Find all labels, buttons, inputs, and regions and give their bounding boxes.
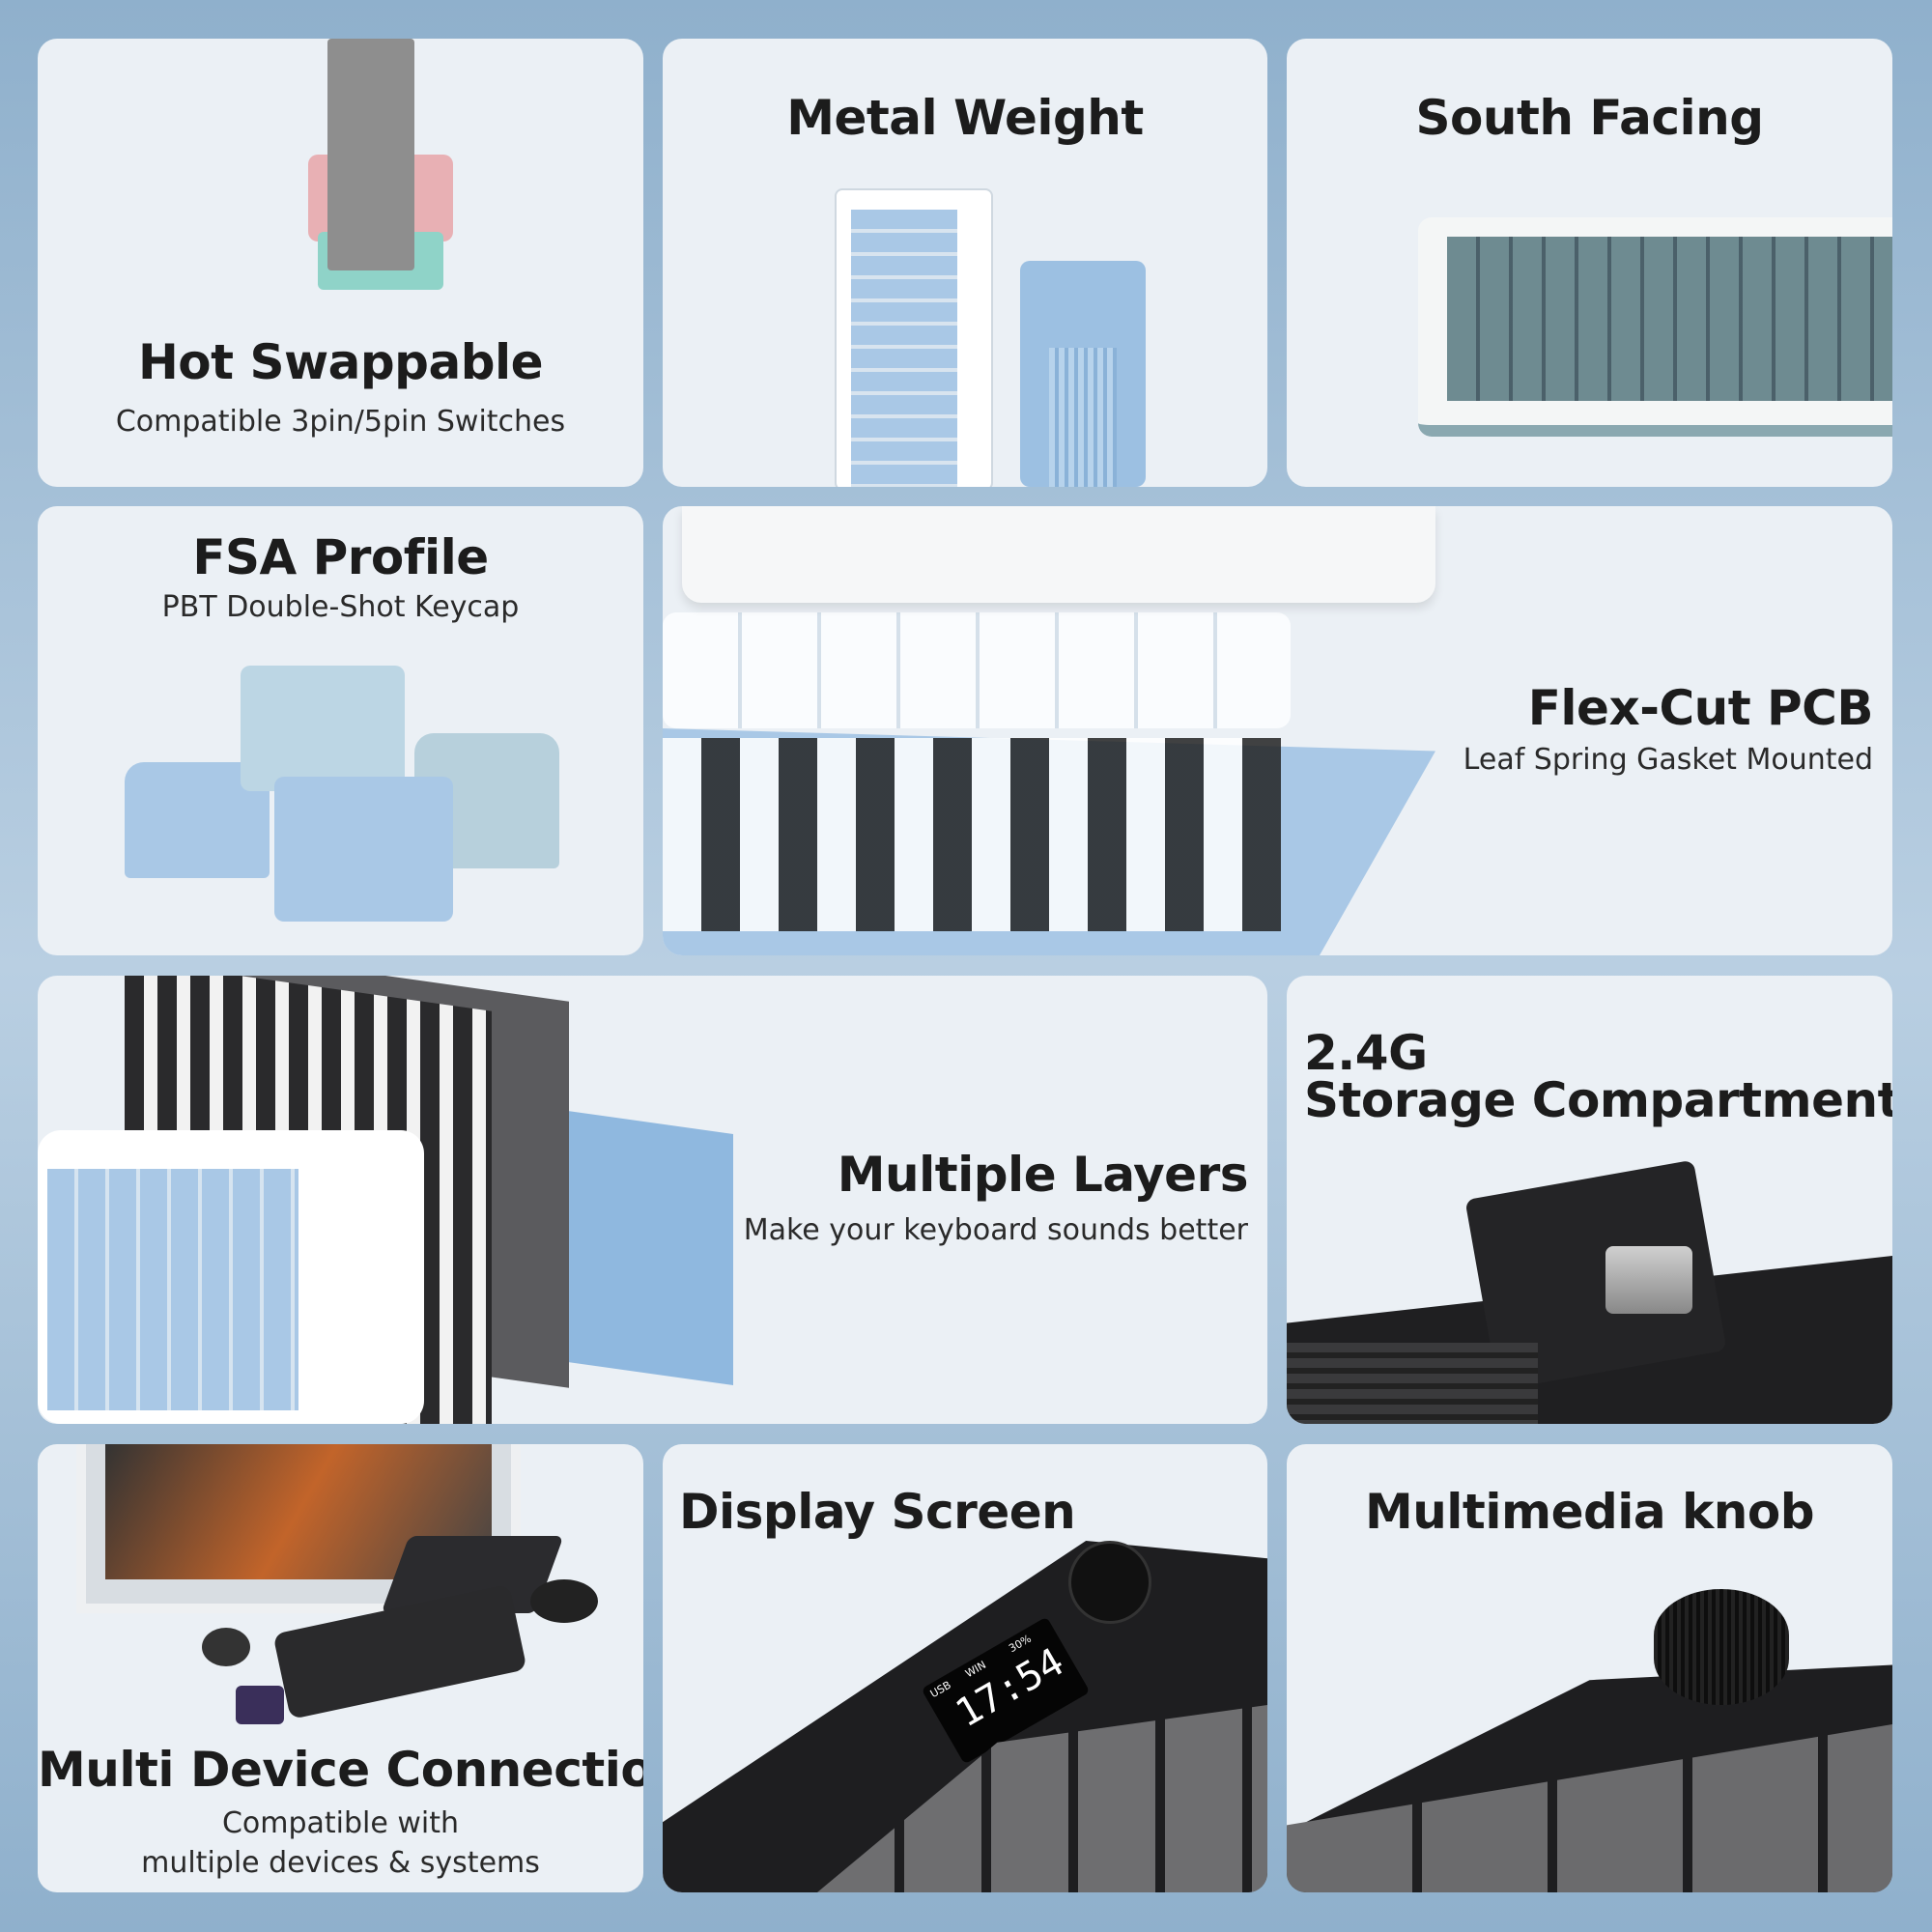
devices-image xyxy=(76,1444,617,1724)
keycap xyxy=(241,666,405,791)
knob xyxy=(1654,1589,1789,1705)
card-storage-compartment: 2.4G Storage Compartment xyxy=(1287,976,1892,1424)
knob-image xyxy=(1287,1589,1892,1892)
feature-subtitle: PBT Double-Shot Keycap xyxy=(161,590,520,624)
pcb-plate xyxy=(663,738,1281,931)
keyboard-body xyxy=(38,1130,424,1424)
feature-title: Hot Swappable xyxy=(137,334,544,390)
top-frame xyxy=(682,506,1435,603)
weight-grooves xyxy=(1049,348,1117,487)
rgb-keycaps xyxy=(1447,237,1892,401)
card-metal-weight: Metal Weight xyxy=(663,39,1267,487)
card-multimedia-knob: Multimedia knob xyxy=(1287,1444,1892,1892)
switch-image xyxy=(270,39,492,299)
keycap-row xyxy=(663,612,1291,728)
card-south-facing: South Facing xyxy=(1287,39,1892,487)
feature-title: Multi Device Connection xyxy=(38,1742,643,1798)
pcb-exploded-image xyxy=(663,506,1435,955)
card-multiple-layers: Multiple Layers Make your keyboard sound… xyxy=(38,976,1267,1424)
card-multi-device: Multi Device Connection Compatible with … xyxy=(38,1444,643,1892)
card-flex-cut-pcb: Flex-Cut PCB Leaf Spring Gasket Mounted xyxy=(663,506,1892,955)
smartwatch xyxy=(202,1628,250,1666)
keycap-image xyxy=(125,666,579,926)
feature-title: South Facing xyxy=(1415,90,1765,146)
mouse xyxy=(530,1579,598,1623)
feature-title-line2: Storage Compartment xyxy=(1304,1072,1892,1128)
card-display-screen: Display Screen USB WIN 30% 17:54 xyxy=(663,1444,1267,1892)
keyboard-weight-image xyxy=(835,188,993,487)
feature-subtitle-line1: Compatible with xyxy=(221,1806,460,1840)
keycap-rows xyxy=(47,1169,298,1410)
feature-title: Display Screen xyxy=(679,1484,1076,1540)
feature-title: Multiple Layers xyxy=(837,1147,1249,1203)
feature-title-line1: 2.4G xyxy=(1304,1025,1428,1081)
card-hot-swappable: Hot Swappable Compatible 3pin/5pin Switc… xyxy=(38,39,643,487)
usb-receiver xyxy=(1605,1246,1692,1314)
layers-exploded-image xyxy=(38,976,733,1424)
case-layer xyxy=(540,1106,733,1386)
phone xyxy=(236,1686,284,1724)
metal-weight-plate xyxy=(1020,261,1146,487)
card-fsa-profile: FSA Profile PBT Double-Shot Keycap xyxy=(38,506,643,955)
keyboard-display-image: USB WIN 30% 17:54 xyxy=(663,1541,1267,1892)
feature-subtitle-line2: multiple devices & systems xyxy=(141,1846,540,1880)
keycap-rows xyxy=(851,210,957,487)
feature-title: Flex-Cut PCB xyxy=(1527,680,1874,736)
switch-puller xyxy=(327,39,414,270)
keyboard-rgb-image xyxy=(1418,217,1892,437)
knob xyxy=(1068,1541,1151,1624)
storage-image xyxy=(1287,1159,1892,1424)
monitor xyxy=(76,1444,521,1613)
ribbed-foot xyxy=(1287,1343,1538,1424)
feature-title: Metal Weight xyxy=(786,90,1144,146)
keycap xyxy=(274,777,453,922)
feature-subtitle: Leaf Spring Gasket Mounted xyxy=(1463,743,1873,777)
feature-subtitle: Compatible 3pin/5pin Switches xyxy=(115,405,566,439)
feature-title: FSA Profile xyxy=(192,529,489,585)
feature-title: Multimedia knob xyxy=(1364,1484,1815,1540)
feature-subtitle: Make your keyboard sounds better xyxy=(743,1213,1248,1247)
